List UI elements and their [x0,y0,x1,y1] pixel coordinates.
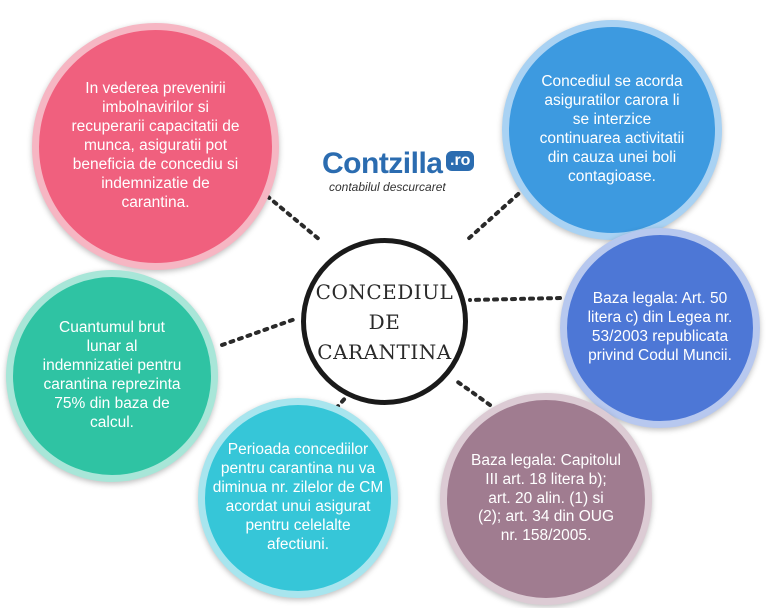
connector-middle-right [468,296,562,302]
node-bottom-middle: Perioada concediilor pentru carantina nu… [198,398,398,598]
node-middle-left-text: Cuantumul brut lunar al indemnizatiei pe… [42,319,182,431]
connector-middle-left [220,316,300,347]
node-bottom-right-text: Baza legala: Capitolul III art. 18 liter… [471,451,621,545]
node-bottom-middle-text: Perioada concediilor pentru carantina nu… [212,441,384,553]
connector-bottom-right [453,378,492,407]
contzilla-logo: Contzilla .ro contabilul descurcaret [322,147,482,195]
center-node: CONCEDIUL DE CARANTINA [301,238,468,405]
connector-top-left [265,194,322,242]
node-top-right-text: Concediul se acorda asiguratilor carora … [539,73,685,185]
node-top-right: Concediul se acorda asiguratilor carora … [502,20,722,240]
logo-tld: .ro [446,151,475,171]
node-middle-right-text: Baza legala: Art. 50 litera c) din Legea… [587,290,733,364]
node-middle-right: Baza legala: Art. 50 litera c) din Legea… [560,228,760,428]
connector-top-right [465,186,527,242]
node-bottom-right: Baza legala: Capitolul III art. 18 liter… [440,393,652,605]
node-top-left: In vederea prevenirii imbolnavirilor si … [32,23,279,270]
center-title: CONCEDIUL DE CARANTINA [315,279,454,364]
node-top-left-text: In vederea prevenirii imbolnavirilor si … [71,80,240,211]
node-middle-left: Cuantumul brut lunar al indemnizatiei pe… [6,270,218,482]
logo-name: Contzilla [322,147,443,180]
logo-tagline: contabilul descurcaret [329,180,446,194]
